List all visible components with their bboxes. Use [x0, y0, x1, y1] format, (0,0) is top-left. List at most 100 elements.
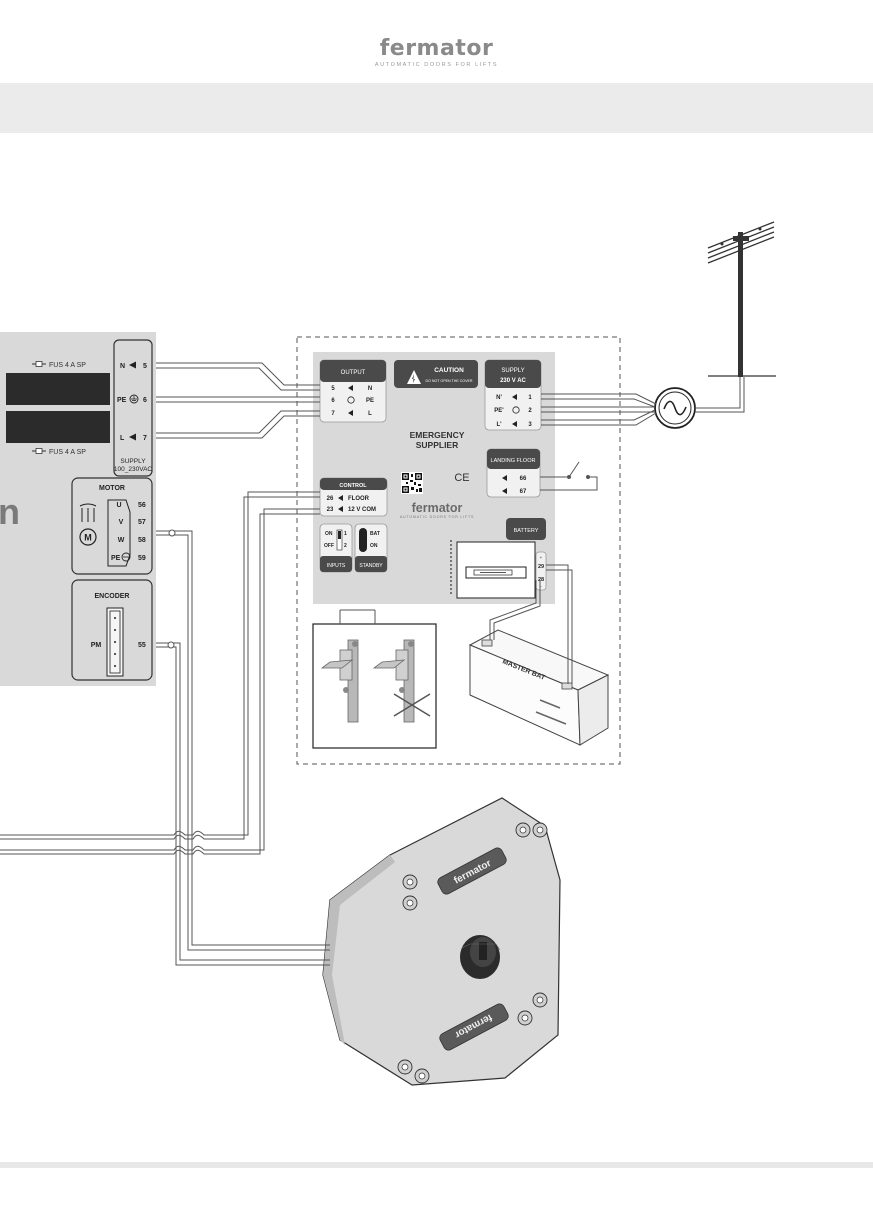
header-band [0, 83, 873, 133]
svg-text:23: 23 [327, 507, 334, 513]
svg-text:L': L' [496, 422, 502, 428]
landing-floor-box: LANDING FLOOR 66 67 [486, 448, 541, 498]
control-row-26: 26 FLOOR [327, 495, 370, 502]
svg-text:PE: PE [117, 397, 127, 404]
svg-text:PE: PE [111, 555, 121, 562]
supply-terminal-l: L 7 [120, 433, 147, 442]
door-lock-image [312, 609, 437, 749]
svg-text:2: 2 [528, 408, 532, 414]
motor-terminal-u: U 56 [116, 502, 145, 509]
battery-title: BATTERY [514, 528, 539, 534]
battery-neg-terminal [561, 682, 573, 690]
svg-text:57: 57 [138, 519, 146, 526]
motor-title: MOTOR [99, 485, 125, 492]
emergency-name-1: EMERGENCY [410, 430, 465, 440]
motor-symbol-label: M [84, 533, 92, 543]
svg-text:1: 1 [344, 531, 347, 537]
fuse-bottom-label: FUS 4 A SP [49, 449, 86, 456]
fuse-top-label: FUS 4 A SP [49, 362, 86, 369]
qr-code-icon [401, 472, 423, 494]
output-row-6: 6 PE [331, 396, 374, 404]
controller-logo-fragment: n [0, 491, 20, 532]
supply-terminal-pe: PE 6 [117, 394, 147, 404]
fuse-window [450, 540, 536, 599]
svg-text:29: 29 [538, 564, 544, 570]
svg-text:V: V [119, 519, 124, 526]
ground-icon [129, 394, 139, 404]
svg-text:28: 28 [538, 577, 544, 583]
motor-shaft-icon [460, 935, 501, 979]
door-controller: FUS 4 A SP FUS 4 A SP n N 5 PE 6 [0, 332, 156, 686]
logo-name: fermator [379, 36, 494, 61]
emergency-brand-tagline: AUTOMATIC DOORS FOR LIFTS [400, 515, 474, 519]
svg-text:6: 6 [331, 398, 335, 404]
output-row-7: 7 L [331, 410, 372, 417]
supply-label-1: SUPPLY [120, 458, 146, 465]
battery-pos-terminal [481, 639, 493, 647]
ground-icon [347, 396, 355, 404]
svg-text:+: + [540, 555, 543, 560]
motor-terminal-w: W 58 [118, 537, 146, 544]
control-title: CONTROL [339, 483, 367, 489]
svg-text:59: 59 [138, 555, 146, 562]
svg-text:5: 5 [331, 386, 335, 392]
svg-text:PE: PE [366, 398, 374, 404]
svg-text:7: 7 [143, 435, 147, 442]
supply-box: SUPPLY 230 V AC N' 1 PE' 2 L' 3 [484, 359, 542, 431]
motor-terminal-v: V 57 [119, 519, 146, 526]
svg-text:3: 3 [528, 422, 532, 428]
svg-text:-: - [540, 584, 542, 589]
ac-source-icon [654, 387, 696, 429]
control-row-23: 23 12 V COM [327, 506, 376, 513]
svg-text:N': N' [496, 395, 502, 401]
svg-text:6: 6 [143, 397, 147, 404]
supply-row-3: L' 3 [496, 421, 532, 428]
standby-label: STANDBY [359, 563, 383, 569]
output-box: OUTPUT 5 N 6 PE 7 L [319, 359, 387, 423]
controller-supply-box: N 5 PE 6 L 7 SUPPLY 100_230VAC [113, 339, 153, 477]
supply-row-1: N' 1 [496, 394, 532, 401]
caution-text: DO NOT OPEN THE COVER [426, 379, 473, 383]
supply-title-2: 230 V AC [500, 378, 526, 384]
emergency-boundary [296, 336, 621, 765]
battery-pack: MASTER BAT [468, 629, 610, 746]
fuse-top: FUS 4 A SP [32, 361, 86, 369]
svg-text:BAT: BAT [370, 531, 380, 537]
lock-left-icon [320, 639, 359, 723]
output-title: OUTPUT [341, 370, 366, 376]
inputs-label: INPUTS [327, 563, 346, 569]
logo-tagline: AUTOMATIC DOORS FOR LIFTS [374, 62, 499, 68]
svg-text:N: N [120, 363, 125, 370]
svg-text:ON: ON [325, 531, 333, 537]
supply-row-2: PE' 2 [494, 406, 532, 414]
fuse-bottom: FUS 4 A SP [32, 448, 86, 456]
utility-pole-icon [707, 221, 776, 377]
warning-icon [407, 370, 421, 384]
battery-terminal: BATTERY + 29 28 - [506, 518, 547, 591]
svg-text:L: L [120, 435, 125, 442]
motor-terminal-pe: PE 59 [111, 552, 146, 562]
standby-switch: BAT ON STANDBY [354, 523, 388, 573]
emergency-brand: fermator [412, 501, 463, 515]
toggle-icon [359, 528, 367, 552]
lock-right-icon [372, 639, 415, 723]
svg-text:ON: ON [370, 543, 378, 549]
fermator-logo: fermator AUTOMATIC DOORS FOR LIFTS [0, 36, 873, 69]
svg-text:FLOOR: FLOOR [348, 496, 370, 502]
svg-text:L: L [368, 411, 372, 417]
supply-label-2: 100_230VAC [114, 466, 152, 473]
svg-text:5: 5 [143, 363, 147, 370]
svg-text:7: 7 [331, 411, 335, 417]
svg-text:U: U [116, 502, 121, 509]
inputs-switch: ON 1 OFF 2 INPUTS [319, 523, 353, 573]
display-top [6, 373, 110, 405]
dip-switch-icon [336, 529, 343, 551]
wires [0, 362, 745, 966]
encoder-label: PM [91, 642, 102, 649]
output-row-5: 5 N [331, 385, 372, 392]
svg-text:56: 56 [138, 502, 146, 509]
svg-text:W: W [118, 537, 125, 544]
display-bottom [6, 411, 110, 443]
svg-text:58: 58 [138, 537, 146, 544]
